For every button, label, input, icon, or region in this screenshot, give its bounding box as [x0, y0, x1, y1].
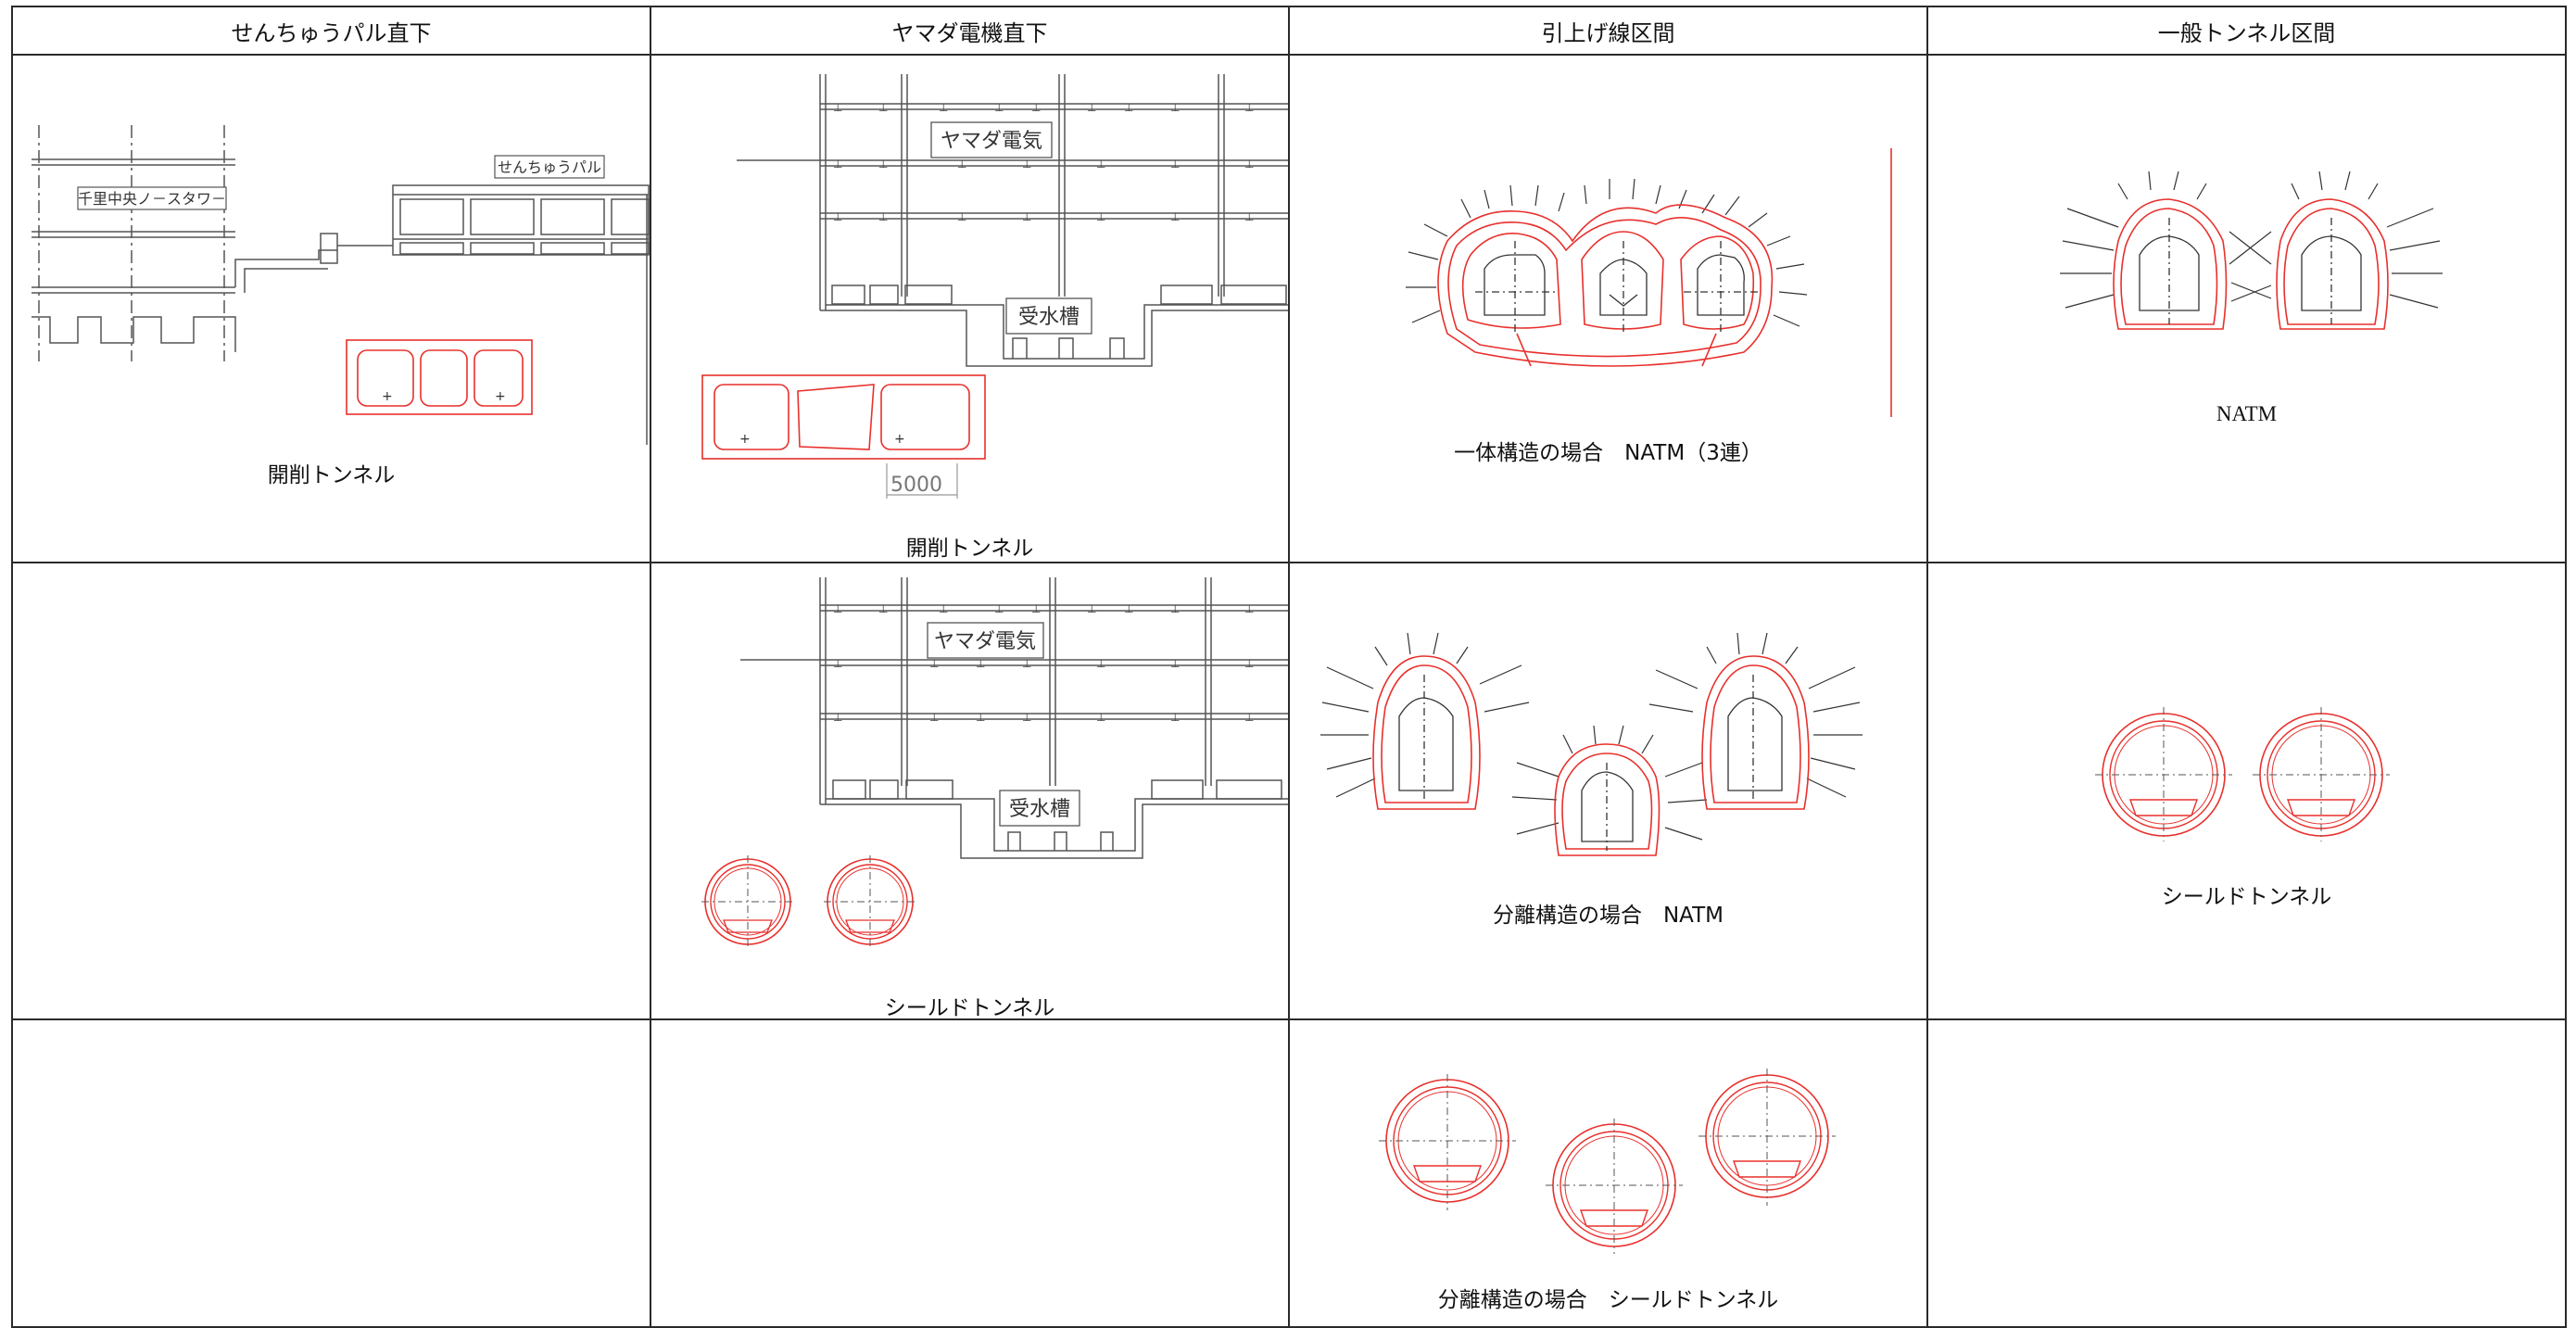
- svg-text:⊥: ⊥: [1087, 602, 1096, 615]
- natm-separated-lining: [1372, 655, 1810, 856]
- svg-text:⊥: ⊥: [1170, 711, 1180, 724]
- caption-r2c2: シールドトンネル: [884, 996, 1055, 1019]
- svg-text:⊥: ⊥: [1124, 602, 1133, 615]
- header-senchu-pal: せんちゅうパル直下: [11, 6, 651, 56]
- svg-text:⊥: ⊥: [878, 210, 888, 223]
- svg-text:⊥: ⊥: [833, 101, 842, 114]
- header-yamada: ヤマダ電機直下: [650, 6, 1290, 56]
- shield-separated-drawing: [1379, 1069, 1836, 1254]
- natm-separated-drawing: [1320, 632, 1863, 856]
- caption-r1c2: 開削トンネル: [905, 537, 1034, 561]
- svg-text:⊥: ⊥: [1096, 210, 1105, 223]
- senchu-tower-label: 千里中央ノ－スタワ－: [78, 190, 226, 208]
- svg-text:⊥: ⊥: [939, 602, 948, 615]
- svg-text:⊥: ⊥: [1170, 101, 1180, 114]
- svg-text:⊥: ⊥: [833, 657, 842, 670]
- svg-text:⊥: ⊥: [929, 711, 939, 724]
- natm-twin-lining: [2113, 198, 2389, 330]
- svg-text:⊥: ⊥: [1022, 158, 1031, 171]
- cell-empty-r3c1: [11, 1018, 651, 1328]
- cell-empty-r3c2: [650, 1018, 1290, 1328]
- yamada-label-2: ヤマダ電気: [934, 630, 1036, 653]
- svg-text:⊥: ⊥: [833, 210, 842, 223]
- svg-text:⊥: ⊥: [957, 210, 966, 223]
- tank-label-2: 受水槽: [1009, 798, 1070, 821]
- svg-text:⊥: ⊥: [976, 657, 985, 670]
- svg-text:⊥: ⊥: [1170, 210, 1180, 223]
- tank-label-1: 受水槽: [1018, 306, 1080, 329]
- svg-text:⊥: ⊥: [878, 602, 888, 615]
- svg-text:⊥: ⊥: [1096, 657, 1105, 670]
- svg-text:+: +: [495, 389, 506, 404]
- senchu-cutcover-drawing: 千里中央ノ－スタワ－ せんちゅうパル + +: [32, 125, 649, 445]
- svg-text:⊥: ⊥: [1170, 158, 1180, 171]
- tunnel-section-table: せんちゅうパル直下 ヤマダ電機直下 引上げ線区間 一般トンネル区間: [11, 6, 2567, 1328]
- yamada-cutcover-drawing: ⊥ ⊥ ⊥ ⊥ ⊥ ⊥ ⊥ ⊥ ⊥ ⊥ ⊥ ⊥ ⊥ ⊥ ⊥ ⊥ ⊥ ⊥ ⊥ ⊥ ⊥ ⊥ ⊥ ヤマダ電…: [701, 74, 1287, 499]
- cell-shield-separated: 分離構造の場合 シールドトンネル: [1288, 1018, 1928, 1328]
- svg-text:⊥: ⊥: [976, 711, 985, 724]
- caption-r1c4: NATM: [2216, 402, 2278, 425]
- caption-r2c4: シールドトンネル: [2161, 885, 2332, 909]
- svg-text:+: +: [894, 432, 905, 447]
- svg-text:⊥: ⊥: [1096, 158, 1105, 171]
- caption-r1c1: 開削トンネル: [267, 463, 396, 487]
- svg-text:+: +: [382, 389, 393, 404]
- natm-twin-drawing: [2060, 171, 2443, 330]
- svg-text:⊥: ⊥: [1170, 602, 1180, 615]
- yamada-shield-drawing: ⊥ ⊥ ⊥ ⊥ ⊥ ⊥ ⊥ ⊥ ⊥ ⊥ ⊥ ⊥ ⊥ ⊥ ⊥ ⊥ ⊥ ⊥ ⊥ ⊥ ⊥ ⊥ ⊥ ヤマダ電…: [701, 577, 1287, 948]
- svg-text:⊥: ⊥: [957, 158, 966, 171]
- cell-senchu-cutcover: 千里中央ノ－スタワ－ せんちゅうパル + + 開削トンネル: [11, 54, 651, 563]
- natm-triple-lining: [1437, 148, 1892, 417]
- shield-twin-rings: [2095, 707, 2390, 841]
- cutcover-box-yamada: + +: [701, 374, 986, 460]
- svg-text:⊥: ⊥: [1096, 711, 1105, 724]
- svg-text:⊥: ⊥: [1022, 711, 1031, 724]
- cell-yamada-shield: ⊥ ⊥ ⊥ ⊥ ⊥ ⊥ ⊥ ⊥ ⊥ ⊥ ⊥ ⊥ ⊥ ⊥ ⊥ ⊥ ⊥ ⊥ ⊥ ⊥ ⊥ ⊥ ⊥ ヤマダ電…: [650, 562, 1290, 1020]
- svg-text:⊥: ⊥: [833, 711, 842, 724]
- svg-text:⊥: ⊥: [878, 158, 888, 171]
- svg-text:⊥: ⊥: [1170, 657, 1180, 670]
- svg-text:⊥: ⊥: [1244, 657, 1254, 670]
- dimension-label: 5000: [890, 474, 942, 497]
- svg-text:⊥: ⊥: [878, 101, 888, 114]
- svg-text:+: +: [739, 432, 751, 447]
- senchu-pal-label: せんちゅうパル: [498, 158, 601, 176]
- cell-natm-twin: NATM: [1926, 54, 2567, 563]
- cell-empty-r3c4: [1926, 1018, 2567, 1328]
- shield-pair-yamada: [701, 855, 916, 948]
- cell-shield-twin: シールドトンネル: [1926, 562, 2567, 1020]
- svg-text:⊥: ⊥: [939, 101, 948, 114]
- cell-natm-triple: 一体構造の場合 NATM（3連）: [1288, 54, 1928, 563]
- svg-text:⊥: ⊥: [1244, 210, 1254, 223]
- svg-text:⊥: ⊥: [1031, 101, 1041, 114]
- natm-triple-drawing: [1406, 148, 1892, 417]
- svg-text:⊥: ⊥: [994, 602, 1004, 615]
- header-general: 一般トンネル区間: [1926, 6, 2567, 56]
- cell-empty-r2c1: [11, 562, 651, 1020]
- shield-twin-drawing: [2095, 707, 2390, 841]
- header-hikiage: 引上げ線区間: [1288, 6, 1928, 56]
- shield-separated-rings: [1379, 1069, 1836, 1254]
- svg-text:⊥: ⊥: [994, 101, 1004, 114]
- svg-text:⊥: ⊥: [929, 657, 939, 670]
- caption-r2c3: 分離構造の場合 NATM: [1492, 904, 1724, 928]
- svg-text:⊥: ⊥: [1087, 101, 1096, 114]
- svg-text:⊥: ⊥: [1022, 657, 1031, 670]
- svg-text:⊥: ⊥: [1244, 101, 1254, 114]
- svg-text:⊥: ⊥: [1124, 101, 1133, 114]
- yamada-label-1: ヤマダ電気: [941, 130, 1042, 153]
- svg-text:⊥: ⊥: [1244, 602, 1254, 615]
- svg-text:⊥: ⊥: [833, 602, 842, 615]
- svg-text:⊥: ⊥: [1022, 210, 1031, 223]
- cell-yamada-cutcover: ⊥ ⊥ ⊥ ⊥ ⊥ ⊥ ⊥ ⊥ ⊥ ⊥ ⊥ ⊥ ⊥ ⊥ ⊥ ⊥ ⊥ ⊥ ⊥ ⊥ ⊥ ⊥ ⊥ ヤマダ電…: [650, 54, 1290, 563]
- svg-text:⊥: ⊥: [1031, 602, 1041, 615]
- caption-r1c3: 一体構造の場合 NATM（3連）: [1454, 441, 1762, 465]
- cutcover-box-3cell: + +: [346, 339, 533, 415]
- svg-text:⊥: ⊥: [1244, 711, 1254, 724]
- caption-r3c3: 分離構造の場合 シールドトンネル: [1437, 1288, 1779, 1312]
- svg-text:⊥: ⊥: [833, 158, 842, 171]
- svg-text:⊥: ⊥: [1244, 158, 1254, 171]
- cell-natm-separated: 分離構造の場合 NATM: [1288, 562, 1928, 1020]
